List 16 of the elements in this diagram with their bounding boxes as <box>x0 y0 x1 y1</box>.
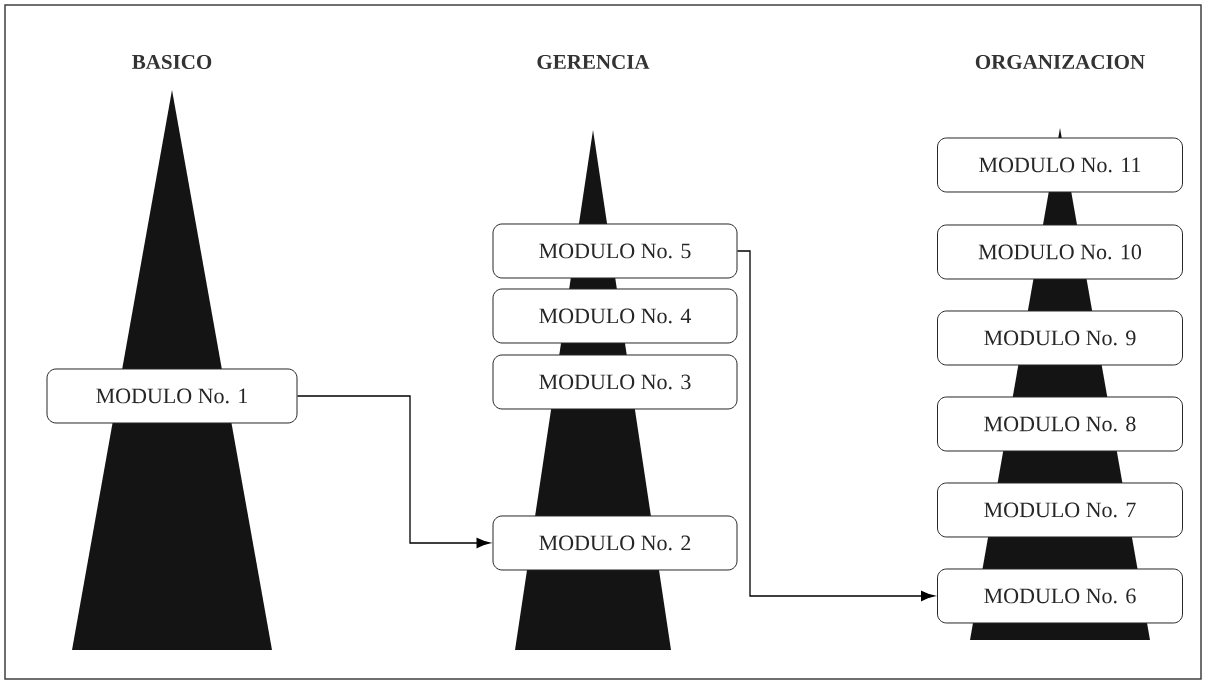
node-label: BASICO <box>132 54 212 70</box>
module-box: MODULO No. 5 <box>492 223 738 279</box>
node-label: ORGANIZACION <box>975 54 1145 70</box>
module-box: MODULO No. 10 <box>937 224 1183 280</box>
module-box: MODULO No. 8 <box>937 396 1183 452</box>
module-box: MODULO No. 3 <box>492 354 738 410</box>
module-box: MODULO No. 11 <box>937 137 1183 193</box>
module-box: MODULO No. 9 <box>937 310 1183 366</box>
module-box: MODULO No. 6 <box>937 568 1183 624</box>
module-box: MODULO No. 7 <box>937 482 1183 538</box>
arrow <box>736 250 935 602</box>
module-box: MODULO No. 2 <box>492 515 738 571</box>
module-box: MODULO No. 4 <box>492 288 738 344</box>
arrow <box>296 395 491 549</box>
node-label: GERENCIA <box>537 54 650 70</box>
module-box: MODULO No. 1 <box>46 368 298 424</box>
